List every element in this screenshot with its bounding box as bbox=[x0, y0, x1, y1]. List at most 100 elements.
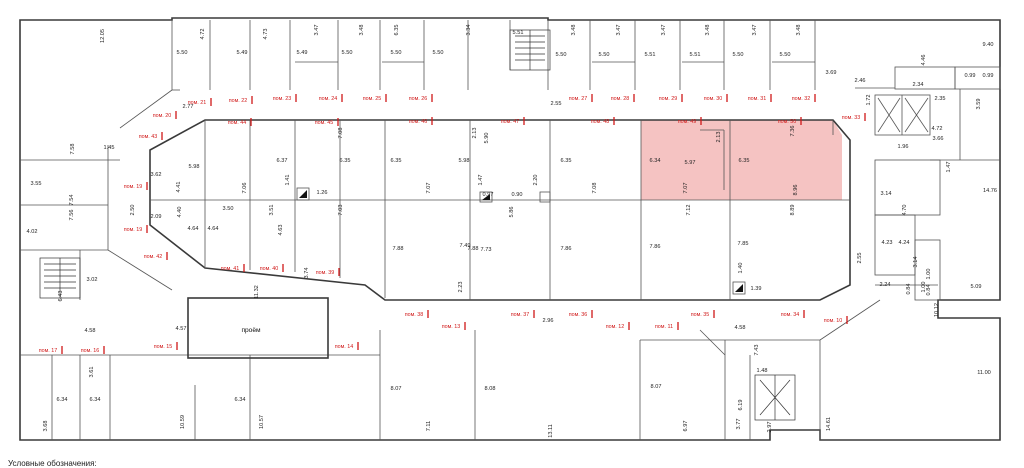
room-label-pom-20[interactable]: пом. 20 bbox=[153, 113, 172, 119]
room-label-pom-47[interactable]: пом. 47 bbox=[501, 119, 520, 125]
room-label-pom-12[interactable]: пом. 12 bbox=[606, 324, 625, 330]
room-label-pom-31[interactable]: пом. 31 bbox=[748, 96, 767, 102]
room-label-pom-22[interactable]: пом. 22 bbox=[229, 98, 248, 104]
south-room-partitions bbox=[20, 299, 881, 440]
room-label-pom-19a[interactable]: пом. 19 bbox=[124, 184, 143, 190]
room-label-pom-40[interactable]: пом. 40 bbox=[260, 266, 279, 272]
dimension-label: 1.47 bbox=[478, 175, 484, 186]
dimension-label: 2.24 bbox=[880, 282, 891, 288]
room-label-pom-34[interactable]: пом. 34 bbox=[781, 312, 800, 318]
room-label-pom-21[interactable]: пом. 21 bbox=[188, 100, 207, 106]
dimension-label: 4.70 bbox=[902, 205, 908, 216]
dimension-label: 4.23 bbox=[882, 240, 893, 246]
dimension-label: 7.03 bbox=[338, 205, 344, 216]
room-label-pom-27[interactable]: пом. 27 bbox=[569, 96, 588, 102]
dimension-label: 3.14 bbox=[913, 257, 919, 268]
dimension-label: 5.50 bbox=[391, 50, 402, 56]
room-label-pom-29[interactable]: пом. 29 bbox=[659, 96, 678, 102]
room-label-pom-43[interactable]: пом. 43 bbox=[139, 134, 158, 140]
room-label-pom-14[interactable]: пом. 14 bbox=[335, 344, 354, 350]
north-room-partitions bbox=[20, 20, 816, 300]
room-label-pom-26[interactable]: пом. 26 bbox=[409, 96, 428, 102]
room-label-pom-23[interactable]: пом. 23 bbox=[273, 96, 292, 102]
room-label-pom-17[interactable]: пом. 17 bbox=[39, 348, 58, 354]
outer-wall bbox=[19, 17, 1001, 441]
dimension-label: 10.57 bbox=[259, 415, 265, 429]
room-label-pom-46[interactable]: пом. 46 bbox=[409, 119, 428, 125]
room-label-pom-48[interactable]: пом. 48 bbox=[591, 119, 610, 125]
shafts bbox=[296, 187, 746, 295]
dimension-label: 4.02 bbox=[27, 229, 38, 235]
room-label-pom-49[interactable]: пом. 49 bbox=[678, 119, 697, 125]
dimension-label: 7.73 bbox=[481, 247, 492, 253]
dimension-label: 6.97 bbox=[683, 421, 689, 432]
dimension-label: 13.11 bbox=[548, 424, 554, 438]
dimension-label: 5.49 bbox=[237, 50, 248, 56]
room-label-pom-28[interactable]: пом. 28 bbox=[611, 96, 630, 102]
inner-block-partitions bbox=[150, 120, 850, 300]
room-label-pom-39[interactable]: пом. 39 bbox=[316, 270, 335, 276]
dimension-label: 4.58 bbox=[735, 325, 746, 331]
room-label-pom-32[interactable]: пом. 32 bbox=[792, 96, 811, 102]
room-label-pom-15[interactable]: пом. 15 bbox=[154, 344, 173, 350]
room-label-pom-13[interactable]: пом. 13 bbox=[442, 324, 461, 330]
dimension-label: 4.46 bbox=[921, 55, 927, 66]
highlighted-premise-49[interactable] bbox=[641, 120, 730, 200]
room-label-pom-44[interactable]: пом. 44 bbox=[228, 120, 247, 126]
dimension-label: 8.96 bbox=[793, 185, 799, 196]
dimension-label: 3.48 bbox=[796, 25, 802, 36]
room-label-pom-10[interactable]: пом. 10 bbox=[824, 318, 843, 324]
dimension-label: 2.20 bbox=[533, 175, 539, 186]
room-label-pom-42[interactable]: пом. 42 bbox=[144, 254, 163, 260]
highlighted-premise-50[interactable] bbox=[730, 120, 842, 200]
room-label-pom-41[interactable]: пом. 41 bbox=[221, 266, 240, 272]
dimension-label: 6.34 bbox=[90, 397, 101, 403]
dimension-label: 1.26 bbox=[317, 190, 328, 196]
room-label-pom-36[interactable]: пом. 36 bbox=[569, 312, 588, 318]
dimension-label: 2.09 bbox=[151, 214, 162, 220]
room-label-pom-30[interactable]: пом. 30 bbox=[704, 96, 723, 102]
dimension-label: 5.50 bbox=[780, 52, 791, 58]
dimension-label: 8.07 bbox=[391, 386, 402, 392]
dimension-label: 4.72 bbox=[932, 126, 943, 132]
dimension-label: 6.34 bbox=[235, 397, 246, 403]
dimension-label: 6.35 bbox=[394, 25, 400, 36]
room-label-pom-37[interactable]: пом. 37 bbox=[511, 312, 530, 318]
dimension-label: 1.40 bbox=[738, 263, 744, 274]
dimension-label: 5.50 bbox=[342, 50, 353, 56]
room-label-pom-35[interactable]: пом. 35 bbox=[691, 312, 710, 318]
dimension-label: 6.34 bbox=[650, 158, 661, 164]
dimension-label: 7.08 bbox=[338, 128, 344, 139]
dimension-label: 5.90 bbox=[484, 133, 490, 144]
dimension-label: 4.41 bbox=[176, 182, 182, 193]
dimension-label: 7.07 bbox=[426, 183, 432, 194]
dimension-label: 14.76 bbox=[983, 188, 997, 194]
dimension-label: 9.40 bbox=[983, 42, 994, 48]
dimension-label: 3.68 bbox=[43, 421, 49, 432]
room-label-pom-11[interactable]: пом. 11 bbox=[655, 324, 673, 330]
dimension-label: 7.58 bbox=[70, 144, 76, 155]
dimension-label: 6.37 bbox=[277, 158, 288, 164]
room-label-pom-25[interactable]: пом. 25 bbox=[363, 96, 382, 102]
dimension-label: 3.61 bbox=[89, 367, 95, 378]
dimension-label: 8.07 bbox=[651, 384, 662, 390]
dimension-label: 5.97 bbox=[685, 160, 696, 166]
dimension-label: 2.34 bbox=[913, 82, 924, 88]
dimension-label: 14.61 bbox=[826, 417, 832, 431]
dimension-label: 6.35 bbox=[340, 158, 351, 164]
room-label-pom-24[interactable]: пом. 24 bbox=[319, 96, 338, 102]
room-label-pom-19b[interactable]: пом. 19 bbox=[124, 227, 143, 233]
dimension-label: 1.96 bbox=[898, 144, 909, 150]
room-label-pom-16[interactable]: пом. 16 bbox=[81, 348, 100, 354]
room-label-pom-50[interactable]: пом. 50 bbox=[778, 119, 797, 125]
room-label-pom-33[interactable]: пом. 33 bbox=[842, 115, 861, 121]
dimension-label: 6.35 bbox=[561, 158, 572, 164]
room-label-pom-45[interactable]: пом. 45 bbox=[315, 120, 334, 126]
stair-south-east bbox=[754, 374, 796, 421]
dimension-label: 5.50 bbox=[556, 52, 567, 58]
room-label-pom-38[interactable]: пом. 38 bbox=[405, 312, 424, 318]
dimension-label: 7.86 bbox=[561, 246, 572, 252]
dimension-label: 2.55 bbox=[551, 101, 562, 107]
